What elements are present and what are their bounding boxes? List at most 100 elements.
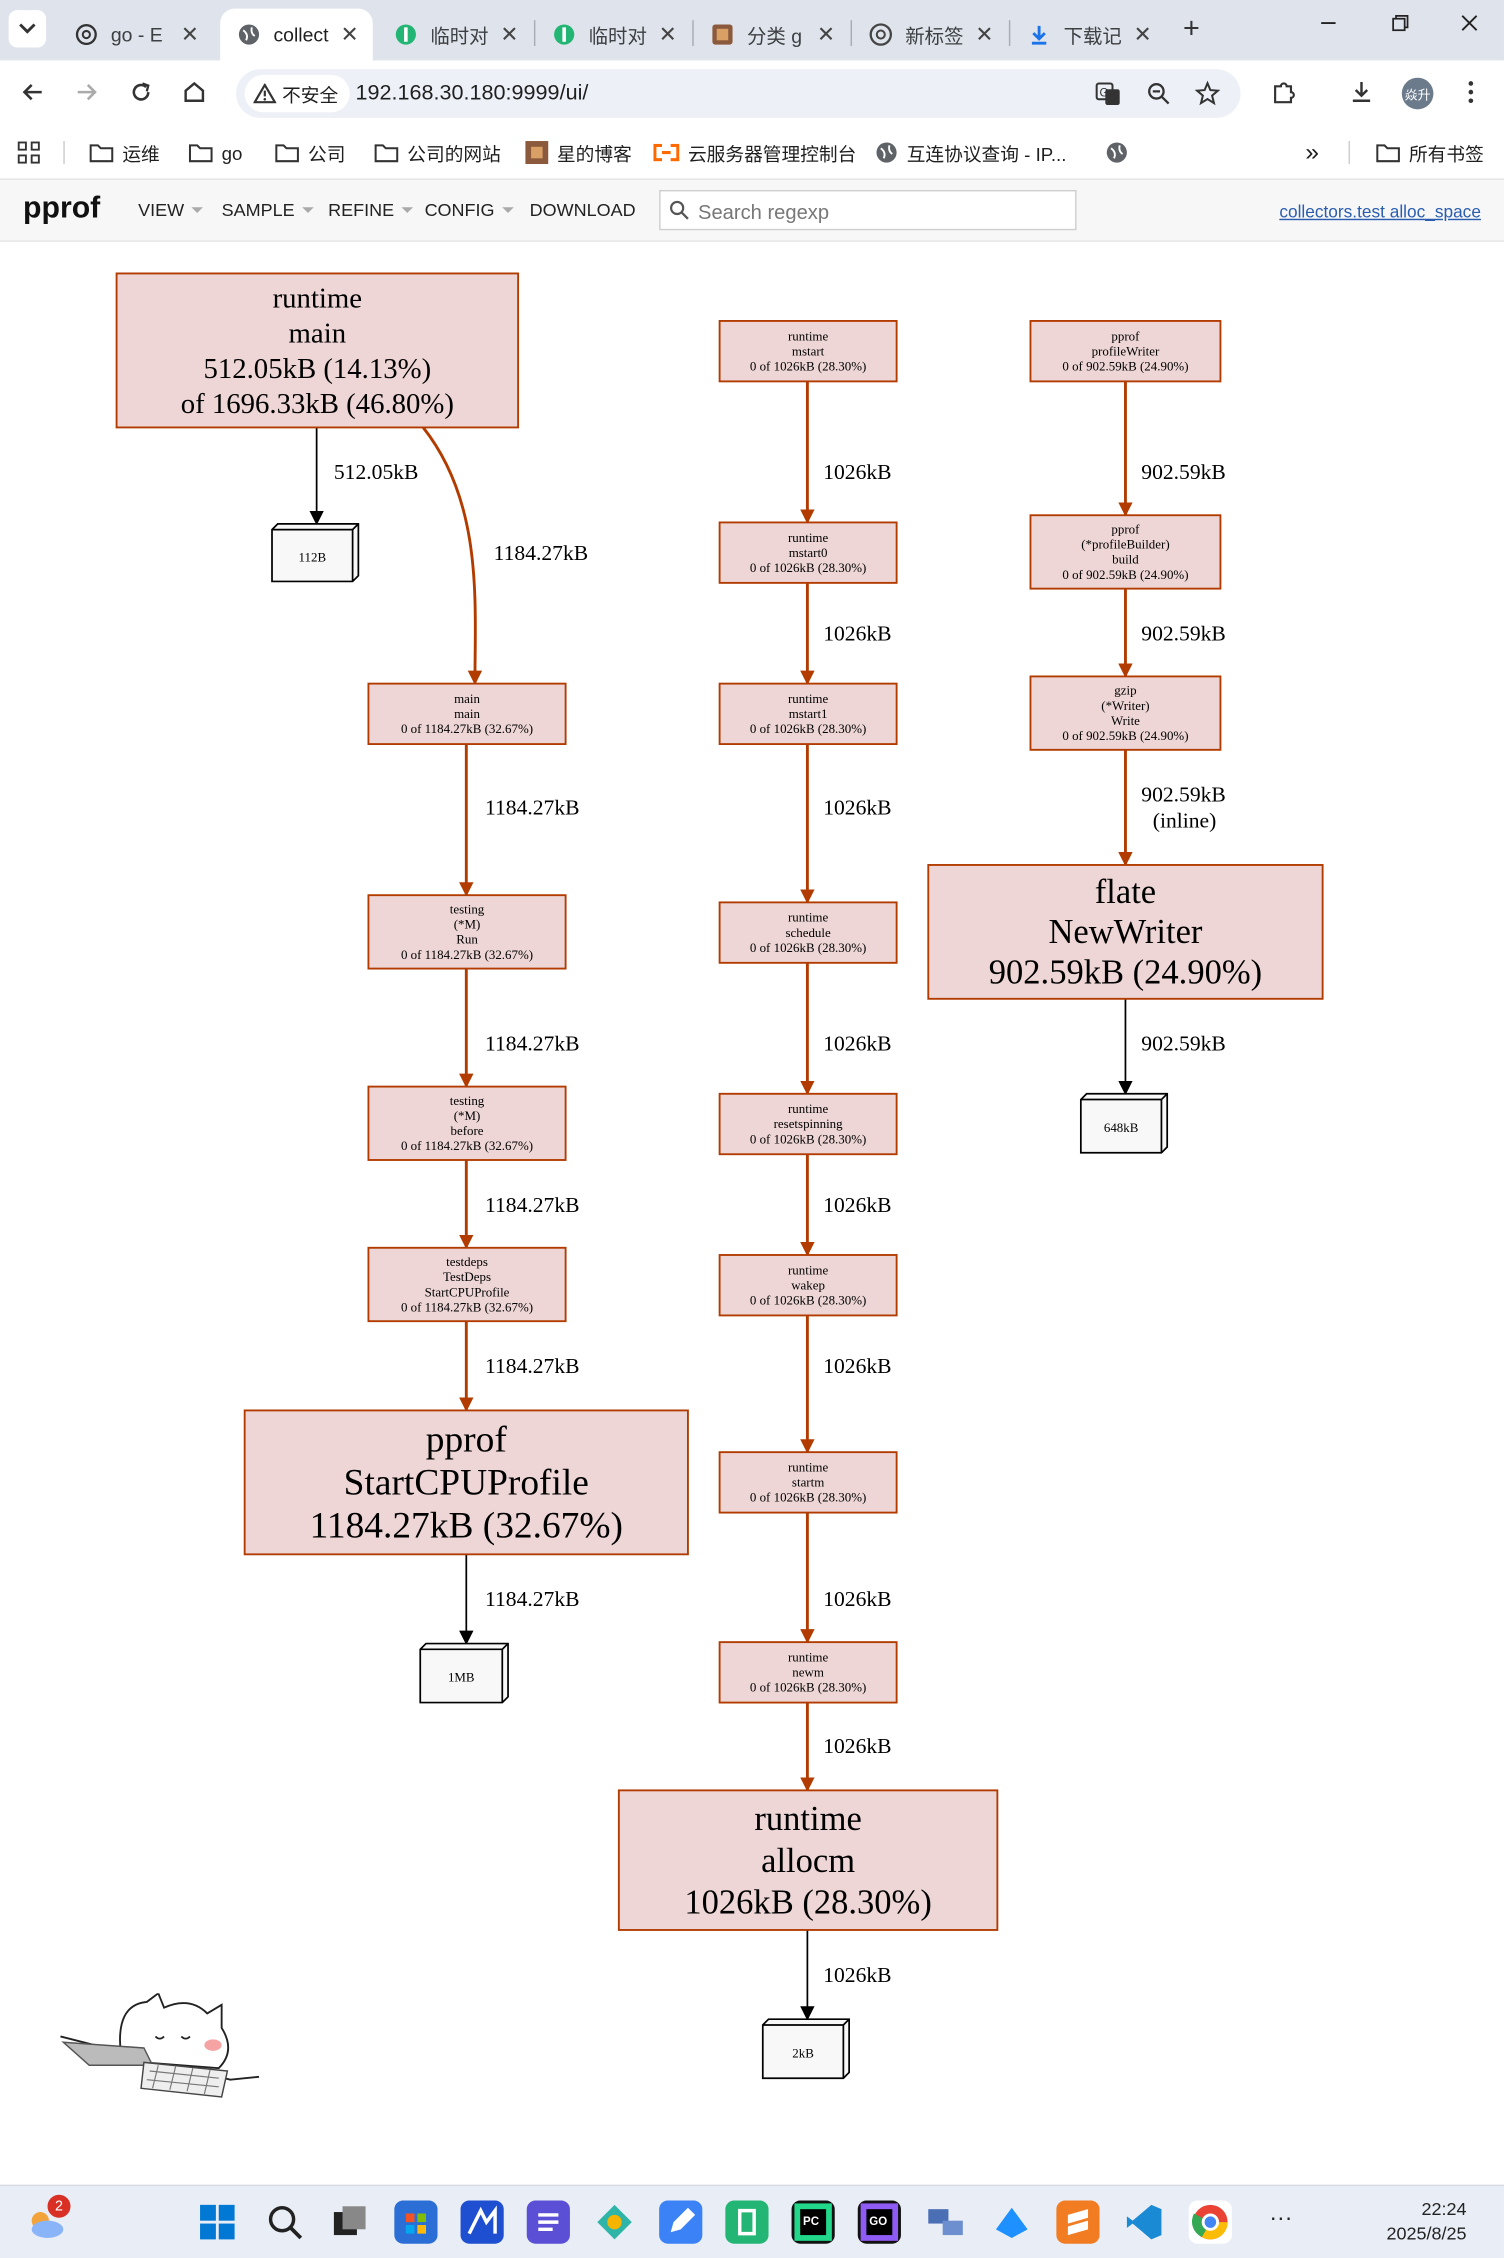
apps-button[interactable] bbox=[17, 137, 49, 169]
graph-edge[interactable]: 902.59kB bbox=[1118, 998, 1226, 1096]
graph-edge[interactable]: 1026kB bbox=[800, 962, 892, 1096]
close-icon[interactable]: ✕ bbox=[340, 23, 359, 48]
tab-go[interactable]: go - E ✕ bbox=[58, 9, 213, 61]
tab-temp-2[interactable]: 临时对 ✕ bbox=[535, 9, 690, 61]
tab-temp-1[interactable]: 临时对 ✕ bbox=[377, 9, 532, 61]
goland-app[interactable]: GO bbox=[857, 2200, 901, 2244]
graph-edge[interactable]: 1026kB bbox=[800, 1702, 892, 1792]
back-button[interactable] bbox=[13, 72, 53, 112]
graph-edge[interactable]: 1184.27kB bbox=[421, 426, 588, 686]
restore-button[interactable] bbox=[1390, 13, 1419, 40]
graph-edge[interactable]: 1026kB bbox=[800, 582, 892, 686]
alloc-box-648kB[interactable]: 648kB bbox=[1079, 1092, 1169, 1154]
bookmark-link[interactable]: 星的博客 bbox=[525, 137, 632, 169]
menu-refine[interactable]: REFINE bbox=[328, 200, 413, 220]
profile-link[interactable]: collectors.test alloc_space bbox=[1279, 201, 1481, 222]
menu-button[interactable] bbox=[1451, 72, 1491, 112]
tab-category[interactable]: 分类 g ✕ bbox=[694, 9, 849, 61]
app-2[interactable] bbox=[526, 2200, 570, 2244]
graph-edge[interactable]: 902.59kB bbox=[1118, 588, 1226, 678]
graph-edge[interactable]: 1184.27kB bbox=[459, 1159, 580, 1250]
alloc-box-1MB[interactable]: 1MB bbox=[419, 1642, 509, 1704]
graph-edge[interactable]: 902.59kB(inline) bbox=[1118, 749, 1226, 867]
graph-edge[interactable]: 1026kB bbox=[800, 1512, 892, 1644]
reload-button[interactable] bbox=[121, 72, 161, 112]
app-5[interactable] bbox=[725, 2200, 769, 2244]
graph-edge[interactable]: 1184.27kB bbox=[459, 744, 580, 897]
tab-search-button[interactable] bbox=[8, 10, 47, 48]
bookmark-link[interactable]: 云服务器管理控制台 bbox=[653, 137, 856, 169]
tab-downloads[interactable]: 下载记 ✕ bbox=[1010, 9, 1165, 61]
home-button[interactable] bbox=[174, 72, 214, 112]
address-bar[interactable]: 不安全 192.168.30.180:9999/ui/ G bbox=[236, 69, 1241, 119]
menu-view[interactable]: VIEW bbox=[138, 200, 203, 220]
start-button[interactable] bbox=[196, 2201, 239, 2244]
menu-download[interactable]: DOWNLOAD bbox=[529, 200, 636, 221]
translate-button[interactable]: G bbox=[1095, 81, 1121, 114]
pycharm-app[interactable]: PC bbox=[791, 2200, 835, 2244]
forward-button[interactable] bbox=[66, 72, 106, 112]
close-icon[interactable]: ✕ bbox=[1133, 23, 1152, 48]
close-window-button[interactable] bbox=[1459, 13, 1488, 40]
graph-edge[interactable]: 1026kB bbox=[800, 744, 892, 904]
close-icon[interactable]: ✕ bbox=[180, 23, 200, 48]
new-tab-button[interactable]: + bbox=[1183, 12, 1200, 45]
app-3[interactable] bbox=[593, 2201, 636, 2244]
graph-edge[interactable]: 1026kB bbox=[800, 1315, 892, 1454]
extensions-button[interactable] bbox=[1264, 72, 1304, 112]
store-app[interactable] bbox=[394, 2200, 438, 2244]
downloads-button[interactable] bbox=[1341, 72, 1381, 112]
tab-new-tab[interactable]: 新标签 ✕ bbox=[852, 9, 1007, 61]
avatar[interactable]: 焱升 bbox=[1401, 77, 1434, 110]
task-view-button[interactable] bbox=[328, 2201, 371, 2244]
graph-edge[interactable]: 1026kB bbox=[800, 1154, 892, 1257]
bookmark-folder[interactable]: 公司 bbox=[275, 137, 345, 169]
graph-edge[interactable]: 512.05kB bbox=[309, 427, 419, 526]
sublime-app[interactable] bbox=[1056, 2200, 1100, 2244]
search-input[interactable] bbox=[695, 195, 1076, 228]
graph-edge[interactable]: 902.59kB bbox=[1118, 381, 1226, 517]
security-chip[interactable]: 不安全 bbox=[244, 74, 350, 113]
menu-sample[interactable]: SAMPLE bbox=[222, 200, 314, 220]
overflow-button[interactable]: ··· bbox=[1269, 2206, 1293, 2231]
graph-edge[interactable]: 1184.27kB bbox=[459, 968, 580, 1089]
bookmark-folder[interactable]: 运维 bbox=[89, 137, 160, 169]
close-icon[interactable]: ✕ bbox=[658, 23, 677, 48]
app-4[interactable] bbox=[659, 2200, 703, 2244]
bookmark-folder[interactable]: go bbox=[188, 137, 242, 169]
search-button[interactable] bbox=[263, 2201, 306, 2244]
remote-app[interactable] bbox=[924, 2201, 967, 2244]
zoom-button[interactable] bbox=[1146, 81, 1172, 114]
tab-collectors[interactable]: collect ✕ bbox=[220, 8, 373, 61]
all-bookmarks-button[interactable]: 所有书签 bbox=[1376, 137, 1484, 169]
alloc-box-112B[interactable]: 112B bbox=[271, 523, 360, 583]
bookmark-star-button[interactable] bbox=[1194, 80, 1221, 114]
bookmark-folder[interactable]: 公司的网站 bbox=[374, 137, 501, 169]
more-bookmarks-button[interactable]: » bbox=[1305, 138, 1319, 166]
close-icon[interactable]: ✕ bbox=[817, 23, 836, 48]
vscode-app[interactable] bbox=[1123, 2201, 1166, 2244]
url-text[interactable]: 192.168.30.180:9999/ui/ bbox=[355, 80, 589, 106]
alloc-box-2kB[interactable]: 2kB bbox=[761, 2018, 850, 2080]
graph-edge[interactable]: 1184.27kB bbox=[459, 1554, 580, 1646]
menu-config[interactable]: CONFIG bbox=[425, 200, 514, 220]
app-1[interactable] bbox=[460, 2200, 504, 2244]
